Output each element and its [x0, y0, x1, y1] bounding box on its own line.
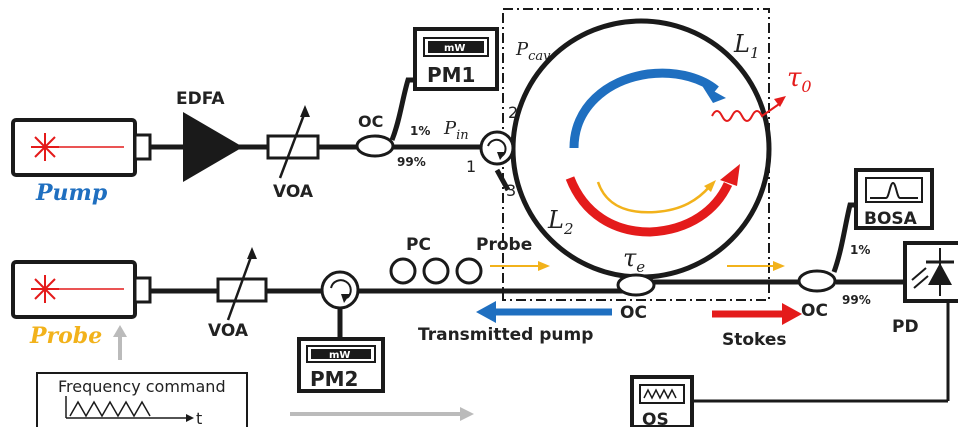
- oscilloscope: OS: [630, 375, 694, 427]
- voa-top: [266, 105, 320, 179]
- pm1-unit: mW: [444, 43, 465, 54]
- port-3: 3: [506, 181, 516, 200]
- frequency-command-box: Frequency command t: [36, 372, 248, 427]
- l2-label: L2: [547, 206, 573, 238]
- power-meter-pm1: mW PM1: [413, 27, 499, 91]
- stokes-out-arrow: [712, 303, 802, 325]
- port-1: 1: [466, 157, 476, 176]
- power-meter-pm2: mW PM2: [297, 337, 385, 393]
- freq-command-label: Frequency command: [58, 377, 226, 396]
- loss-wavy-arrow: [711, 96, 786, 122]
- bosa-analyzer: BOSA: [854, 168, 934, 230]
- probe-arrow-label: Probe: [476, 235, 532, 255]
- pump-arrow-head: [701, 84, 726, 103]
- probe-circ-arrow-head: [704, 180, 716, 192]
- oc-top-coupler: [355, 134, 395, 158]
- split-99pct-right: 99%: [842, 293, 871, 307]
- transmitted-pump-arrow: [476, 301, 612, 323]
- os-label: OS: [642, 410, 669, 427]
- photodetector: [903, 241, 958, 303]
- freq-up-arrow: [113, 325, 127, 360]
- pump-laser: [11, 118, 152, 177]
- p-in-label: Pin: [443, 118, 469, 143]
- pd-label: PD: [892, 317, 919, 337]
- probe-flow-arrow-right: [727, 261, 785, 271]
- freq-t-label: t: [196, 409, 202, 427]
- split-1pct-right: 1%: [850, 243, 870, 257]
- voa-bottom-label: VOA: [208, 321, 249, 341]
- oc-ring-coupler: [616, 273, 656, 297]
- oc-top-label: OC: [358, 112, 383, 131]
- sync-arrow: [290, 407, 474, 421]
- stokes-arrow-head: [720, 164, 740, 186]
- ring-cavity: [510, 18, 772, 280]
- probe-label: Probe: [29, 323, 102, 349]
- transmitted-pump-label: Transmitted pump: [418, 325, 593, 345]
- split-99pct-top: 99%: [397, 155, 426, 169]
- p-cav-label: Pcav: [515, 39, 551, 64]
- pm2-unit: mW: [329, 350, 350, 361]
- l1-label: L1: [733, 30, 759, 62]
- probe-flow-arrow-left: [490, 261, 550, 271]
- os-control-line: [692, 298, 950, 403]
- stokes-label: Stokes: [722, 330, 787, 350]
- oc-right-coupler: [797, 269, 837, 293]
- edfa-amplifier: [183, 112, 243, 182]
- probe-laser: [11, 260, 152, 319]
- pm2-label: PM2: [310, 367, 358, 391]
- circulator-top: [479, 130, 515, 166]
- oc-right-label: OC: [801, 301, 828, 321]
- split-1pct-top: 1%: [410, 124, 430, 138]
- pump-label: Pump: [35, 180, 108, 206]
- circulator-bottom: [320, 270, 360, 310]
- stokes-circulation-arrow: [565, 176, 733, 237]
- pc-label: PC: [406, 235, 431, 255]
- pump-circulation-arrow: [569, 68, 719, 149]
- probe-circulation-arrow: [596, 181, 711, 214]
- tau-0-label: τ0: [787, 63, 812, 96]
- polarization-controller: [389, 257, 483, 285]
- port-2: 2: [508, 103, 518, 122]
- oc-ring-label: OC: [620, 303, 647, 323]
- bosa-label: BOSA: [864, 209, 918, 229]
- edfa-label: EDFA: [176, 89, 225, 109]
- pm1-label: PM1: [427, 63, 475, 87]
- voa-top-label: VOA: [273, 182, 314, 202]
- voa-bottom: [216, 247, 268, 321]
- tau-e-label: τe: [623, 244, 645, 276]
